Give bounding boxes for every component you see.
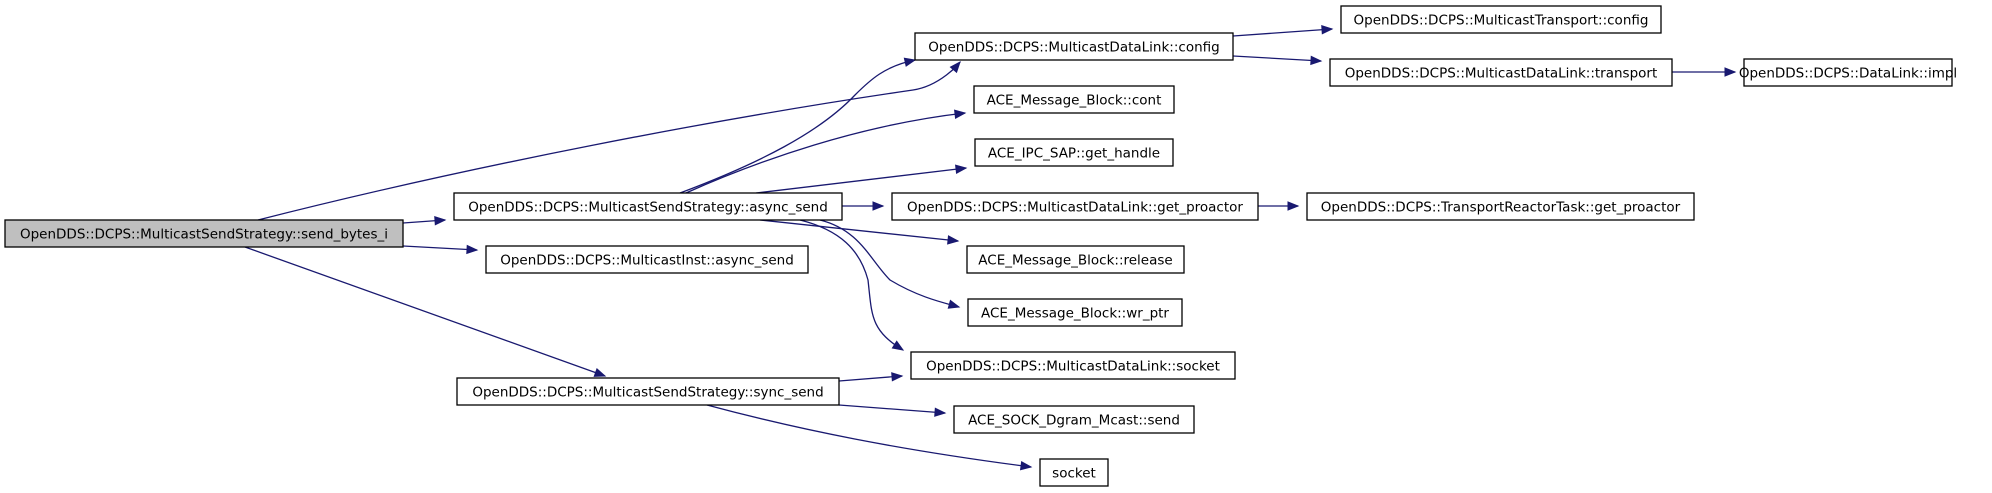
edge-async-send-to-link-get-proactor-arrowhead — [872, 201, 885, 211]
node-label: ACE_IPC_SAP::get_handle — [988, 146, 1160, 162]
node-box — [914, 32, 1234, 61]
edge-async-send-to-msg-cont — [685, 112, 966, 194]
node-box — [1306, 192, 1695, 221]
edge-async-send-to-msg-release-arrowhead — [947, 235, 960, 245]
edge-async-send-to-msg-wr-ptr-arrowhead — [947, 299, 961, 309]
node-box — [974, 138, 1174, 167]
edge-send-bytes-i-to-async-send-arrowhead — [434, 216, 447, 226]
node-label: OpenDDS::DCPS::MulticastSendStrategy::sy… — [472, 385, 823, 401]
edge-send-bytes-i-to-inst-async-send — [402, 245, 478, 251]
node-label: OpenDDS::DCPS::DataLink::impl — [1739, 66, 1957, 82]
node-async-send[interactable]: OpenDDS::DCPS::MulticastSendStrategy::as… — [453, 192, 843, 221]
node-label: OpenDDS::DCPS::MulticastDataLink::config — [928, 40, 1219, 56]
node-label: ACE_Message_Block::cont — [987, 93, 1162, 109]
node-msg-release[interactable]: ACE_Message_Block::release — [966, 245, 1185, 274]
node-reactor-get-proactor[interactable]: OpenDDS::DCPS::TransportReactorTask::get… — [1306, 192, 1695, 221]
node-label: OpenDDS::DCPS::MulticastSendStrategy::se… — [20, 227, 388, 243]
edge-async-send-to-link-socket-arrowhead — [891, 340, 905, 351]
node-msg-cont[interactable]: ACE_Message_Block::cont — [973, 85, 1175, 114]
node-datalink-impl[interactable]: OpenDDS::DCPS::DataLink::impl — [1739, 58, 1957, 87]
edge-link-config-to-transport-config — [1232, 28, 1333, 37]
edge-send-bytes-i-to-sync-send-arrowhead — [593, 367, 607, 377]
nodes-layer: OpenDDS::DCPS::MulticastSendStrategy::se… — [4, 5, 1957, 487]
node-label: OpenDDS::DCPS::MulticastInst::async_send — [500, 253, 794, 269]
node-box — [1743, 58, 1953, 87]
node-label: ACE_Message_Block::release — [978, 253, 1172, 269]
node-label: OpenDDS::DCPS::TransportReactorTask::get… — [1321, 200, 1681, 216]
node-box — [953, 405, 1195, 434]
edge-async-send-to-ipc-get-handle — [755, 167, 967, 194]
node-link-transport[interactable]: OpenDDS::DCPS::MulticastDataLink::transp… — [1329, 58, 1673, 87]
edge-link-config-to-transport-config-arrowhead — [1321, 25, 1334, 35]
node-label: OpenDDS::DCPS::MulticastSendStrategy::as… — [468, 200, 828, 216]
node-box — [966, 245, 1185, 274]
node-label: OpenDDS::DCPS::MulticastDataLink::socket — [926, 359, 1220, 375]
node-box — [4, 219, 404, 248]
node-inst-async-send[interactable]: OpenDDS::DCPS::MulticastInst::async_send — [485, 245, 809, 274]
edge-link-transport-to-datalink-impl-arrowhead — [1724, 67, 1737, 77]
node-box — [456, 377, 840, 406]
edge-async-send-to-link-config — [679, 59, 916, 194]
edge-sync-send-to-mcast-send-arrowhead — [934, 407, 947, 417]
edge-link-get-proactor-to-reactor-get-proactor-arrowhead — [1287, 201, 1300, 211]
edge-link-config-to-link-transport-arrowhead — [1310, 55, 1323, 66]
node-label: OpenDDS::DCPS::MulticastTransport::confi… — [1354, 13, 1649, 29]
edge-send-bytes-i-to-sync-send — [244, 246, 606, 377]
edge-async-send-to-msg-wr-ptr — [819, 219, 960, 308]
edge-async-send-to-link-config-arrowhead — [903, 57, 917, 67]
node-box — [891, 192, 1259, 221]
edge-sync-send-to-link-socket — [838, 375, 903, 382]
node-ipc-get-handle[interactable]: ACE_IPC_SAP::get_handle — [974, 138, 1174, 167]
node-box — [485, 245, 809, 274]
node-msg-wr-ptr[interactable]: ACE_Message_Block::wr_ptr — [967, 298, 1183, 327]
edge-async-send-to-msg-cont-arrowhead — [954, 109, 967, 119]
node-box — [967, 298, 1183, 327]
node-sync-send[interactable]: OpenDDS::DCPS::MulticastSendStrategy::sy… — [456, 377, 840, 406]
node-label: OpenDDS::DCPS::MulticastDataLink::get_pr… — [907, 200, 1243, 216]
node-link-config[interactable]: OpenDDS::DCPS::MulticastDataLink::config — [914, 32, 1234, 61]
node-mcast-send[interactable]: ACE_SOCK_Dgram_Mcast::send — [953, 405, 1195, 434]
edge-send-bytes-i-to-link-config-arrowhead — [949, 60, 961, 74]
node-link-get-proactor[interactable]: OpenDDS::DCPS::MulticastDataLink::get_pr… — [891, 192, 1259, 221]
node-label: socket — [1052, 466, 1096, 482]
node-box — [1340, 5, 1662, 34]
edge-link-config-to-link-transport — [1232, 55, 1322, 62]
node-box — [973, 85, 1175, 114]
edge-sync-send-to-link-socket-arrowhead — [891, 372, 904, 382]
edge-sync-send-to-socket — [706, 404, 1032, 468]
node-link-socket[interactable]: OpenDDS::DCPS::MulticastDataLink::socket — [910, 351, 1236, 380]
edge-send-bytes-i-to-inst-async-send-arrowhead — [466, 244, 479, 255]
edge-sync-send-to-mcast-send — [838, 404, 946, 414]
node-transport-config[interactable]: OpenDDS::DCPS::MulticastTransport::confi… — [1340, 5, 1662, 34]
node-box — [910, 351, 1236, 380]
edge-sync-send-to-socket-arrowhead — [1019, 460, 1033, 471]
node-label: ACE_SOCK_Dgram_Mcast::send — [968, 413, 1180, 429]
node-box — [1039, 458, 1109, 487]
node-label: ACE_Message_Block::wr_ptr — [981, 306, 1169, 322]
node-label: OpenDDS::DCPS::MulticastDataLink::transp… — [1345, 66, 1658, 82]
edge-async-send-to-link-socket — [799, 219, 904, 351]
node-box — [1329, 58, 1673, 87]
edge-async-send-to-ipc-get-handle-arrowhead — [955, 164, 968, 174]
node-box — [453, 192, 843, 221]
node-send-bytes-i[interactable]: OpenDDS::DCPS::MulticastSendStrategy::se… — [4, 219, 404, 248]
edges-layer — [244, 25, 1737, 471]
edge-send-bytes-i-to-link-config — [257, 61, 961, 221]
node-socket[interactable]: socket — [1039, 458, 1109, 487]
edge-async-send-to-msg-release — [759, 219, 959, 242]
